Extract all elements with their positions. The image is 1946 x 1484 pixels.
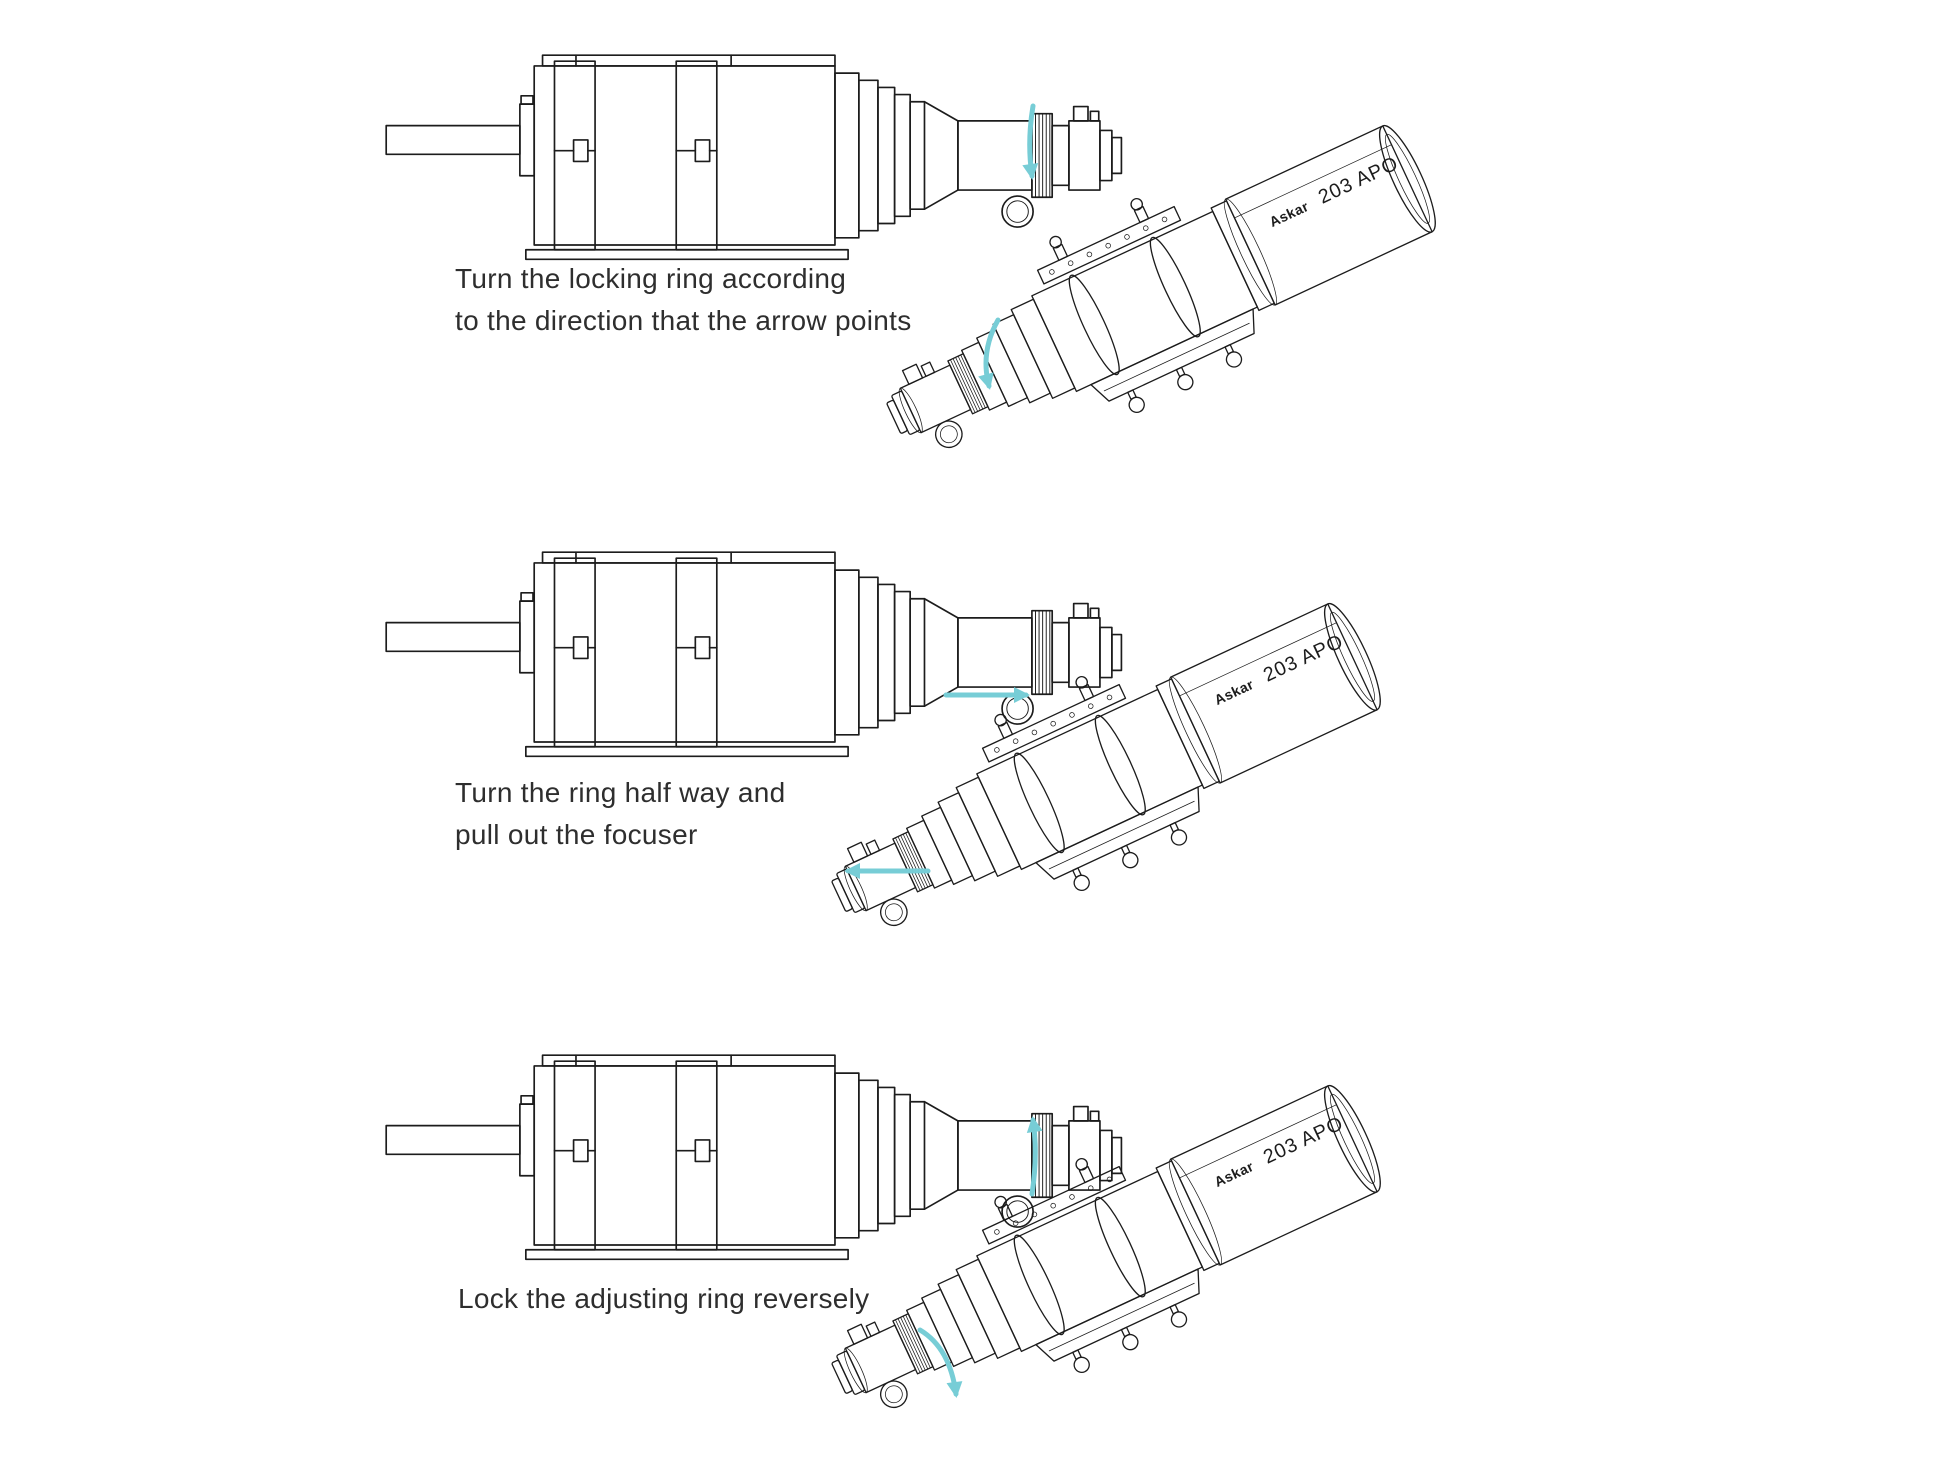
pull-out-arrow-icon	[943, 687, 1030, 703]
perspective-telescope-diagram: Askar 203 APO	[810, 562, 1408, 986]
telescope-label: Askar 203 APO	[1265, 152, 1402, 231]
perspective-telescope-diagram: Askar 203 APO	[865, 84, 1463, 508]
step-3-caption: Lock the adjusting ring reversely	[458, 1278, 869, 1320]
lock-direction-arrow-icon	[917, 1327, 963, 1398]
caption-line: Turn the locking ring according	[455, 263, 847, 294]
telescope-label: Askar 203 APO	[1210, 630, 1347, 709]
turn-direction-arrow-icon	[978, 317, 1001, 390]
perspective-telescope-diagram: Askar 203 APO	[810, 1044, 1408, 1468]
lock-direction-arrow-icon	[1026, 1116, 1043, 1197]
pull-out-arrow-icon	[844, 863, 931, 879]
caption-line: to the direction that the arrow points	[455, 305, 912, 336]
turn-direction-arrow-icon	[1022, 103, 1039, 180]
caption-line: pull out the focuser	[455, 819, 698, 850]
caption-line: Lock the adjusting ring reversely	[458, 1283, 870, 1314]
telescope-label: Askar 203 APO	[1210, 1112, 1347, 1191]
step-2-caption: Turn the ring half way and pull out the …	[455, 772, 786, 856]
caption-line: Turn the ring half way and	[455, 777, 786, 808]
step-1-caption: Turn the locking ring according to the d…	[455, 258, 912, 342]
